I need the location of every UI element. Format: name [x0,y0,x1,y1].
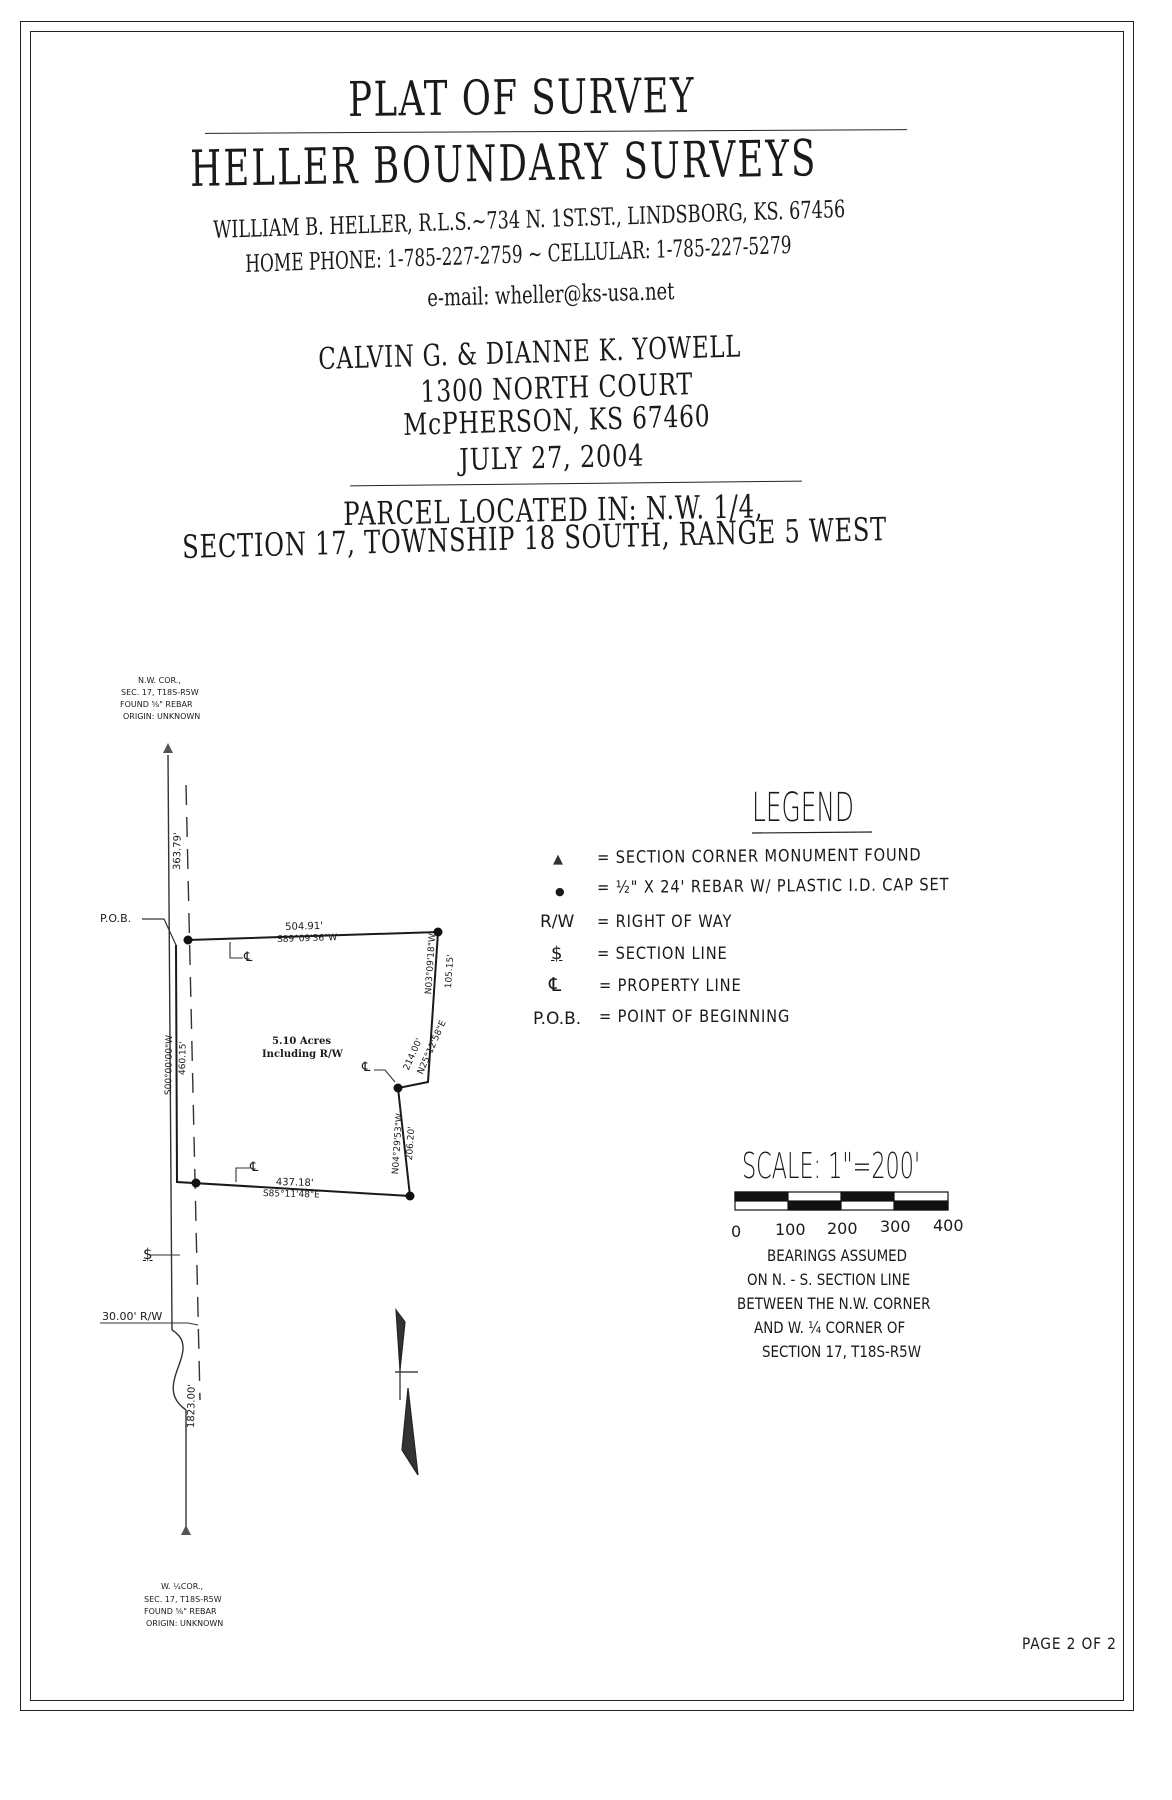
row-label: 30.00' R/W [102,1310,163,1323]
legend-title: LEGEND [752,785,855,831]
pob-label: P.O.B. [100,912,132,925]
row-leader [100,1322,199,1326]
nw-corner-label-1: N.W. COR., [138,676,181,685]
pl-symbol-north: ℄ [244,950,253,965]
w-quarter-label-1: W. ¼COR., [161,1582,204,1591]
inner-border [30,31,1124,1701]
legend-rule [751,831,873,834]
scale-label-200: 200 [827,1219,858,1238]
scale-title: SCALE: 1"=200' [742,1146,921,1187]
west-line-dist: 460.15' [178,1041,189,1076]
scale-bar [734,1191,949,1211]
south-line-dist: 437.18' [275,1177,314,1189]
legend-symbol-property: ℄ [549,974,562,996]
nw-corner-label-2: SEC. 17, T18S-R5W [121,688,199,697]
pob-leader [142,918,177,946]
pl-leader-north [229,942,243,959]
page-number: PAGE 2 OF 2 [1022,1634,1117,1653]
row-line [185,784,201,1401]
rebar-cap-set [405,1191,415,1201]
legend-symbol-monument: ▲ [553,852,563,867]
bearing-note-1: BEARINGS ASSUMED [767,1246,908,1265]
north-line-dist: 504.91' [285,920,324,933]
area-line-1: 5.10 Acres [272,1036,331,1047]
north-arrow [395,1308,419,1476]
w-quarter-corner-monument [181,1525,191,1535]
outer-border [20,21,1134,1711]
legend-text-pob: = POINT OF BEGINNING [599,1007,791,1027]
legend-symbol-row: R/W [540,912,575,932]
break-symbol [171,1329,187,1411]
scale-label-0: 0 [731,1222,742,1241]
legend-symbol-section: $ [551,943,563,964]
w-quarter-label-2: SEC. 17, T18S-R5W [144,1595,222,1604]
nw-corner-label-4: ORIGIN: UNKNOWN [123,712,201,721]
legend-text-property: = PROPERTY LINE [599,976,742,996]
scale-label-300: 300 [880,1217,911,1236]
bearing-note-5: SECTION 17, T18S-R5W [762,1342,922,1361]
pl-symbol-south: ℄ [250,1160,259,1175]
legend-text-rebar: = ½" X 24' REBAR W/ PLASTIC I.D. CAP SET [597,875,950,898]
area-line-2: Including R/W [262,1049,343,1060]
w-quarter-label-4: ORIGIN: UNKNOWN [146,1619,224,1628]
pl-leader-south [235,1167,250,1182]
scale-label-100: 100 [775,1220,806,1239]
rebar-cap-set [191,1178,201,1188]
bearing-note-3: BETWEEN THE N.W. CORNER [737,1294,931,1313]
pl-leader-diag [374,1069,396,1083]
bearing-note-2: ON N. - S. SECTION LINE [747,1270,911,1289]
nw-corner-monument [163,743,173,753]
scale-label-400: 400 [933,1216,964,1235]
legend-symbol-rebar: ● [555,885,565,898]
legend-text-row: = RIGHT OF WAY [597,912,733,932]
legend-text-section: = SECTION LINE [597,944,728,964]
west-line-bearing: S00°00'00"W [164,1034,176,1096]
bearing-note-4: AND W. ¼ CORNER OF [754,1318,906,1337]
legend-text-monument: = SECTION CORNER MONUMENT FOUND [597,845,922,868]
nw-corner-label-3: FOUND ⅝" REBAR [120,700,193,709]
south-line-bearing: S85°11'48"E [262,1189,320,1201]
rebar-cap-set [433,927,443,937]
rebar-cap-set [183,935,193,945]
north-line-bearing: S89°09'36"W [277,933,338,945]
legend-symbol-pob: P.O.B. [533,1009,582,1029]
rebar-cap-set [393,1083,403,1093]
pl-symbol-diag: ℄ [362,1060,371,1075]
section-line [167,754,173,1331]
dist-top: 363.79' [172,832,184,871]
dist-bottom: 1823.00' [186,1383,198,1429]
w-quarter-label-3: FOUND ⅝" REBAR [144,1607,217,1616]
sl-symbol: $ [143,1245,153,1263]
